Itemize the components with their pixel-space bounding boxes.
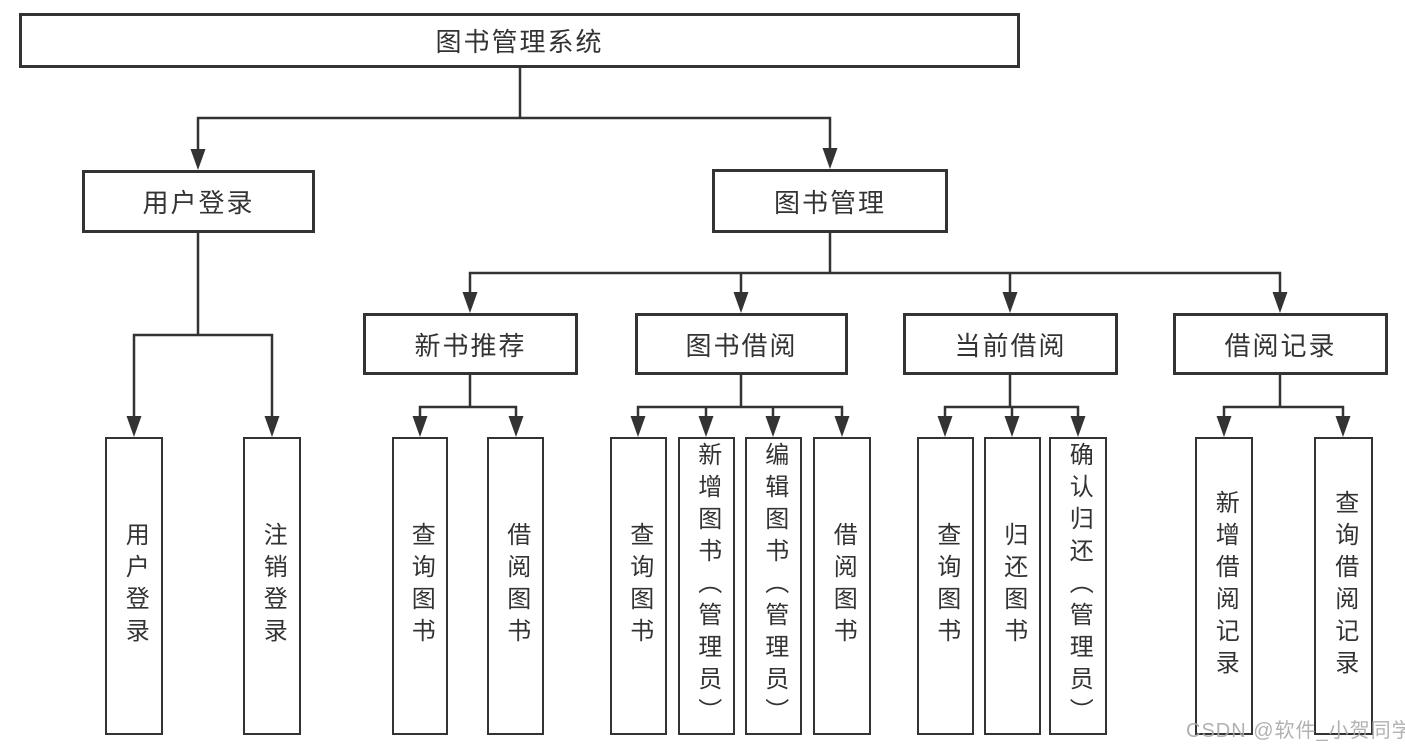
leaf-label: 查询图书 (932, 522, 960, 650)
diagram-leaf-logout: 注销登录 (243, 437, 301, 735)
arrow-down-icon (822, 148, 838, 169)
connector-bookborrow-to-leaves (636, 373, 844, 422)
arrow-down-icon (126, 416, 142, 437)
diagram-node-borrow-records: 借阅记录 (1173, 313, 1388, 375)
connector-newbook-to-leaves (418, 373, 518, 422)
arrow-down-icon (1335, 416, 1351, 437)
diagram-leaf-edit-books-admin: 编辑图书（管理员） (745, 437, 802, 735)
leaf-label: 归还图书 (999, 522, 1027, 650)
diagram-node-new-book-recommend: 新书推荐 (363, 313, 578, 375)
arrow-down-icon (462, 292, 478, 313)
connector-borrowrecords-to-leaves (1222, 373, 1345, 422)
diagram-leaf-query-books-1: 查询图书 (392, 437, 448, 735)
csdn-watermark: CSDN @软件_小贺同学 (1186, 720, 1405, 742)
arrow-down-icon (937, 416, 953, 437)
diagram-leaf-query-books-3: 查询图书 (917, 437, 974, 735)
arrow-down-icon (412, 416, 428, 437)
leaf-label: 确认归还（管理员） (1065, 442, 1093, 730)
node-label-borrow-records: 借阅记录 (1224, 330, 1337, 361)
leaf-label: 编辑图书（管理员） (760, 442, 788, 730)
diagram-leaf-add-borrow-record: 新增借阅记录 (1195, 437, 1253, 735)
diagram-leaf-query-books-2: 查询图书 (610, 437, 667, 735)
diagram-node-current-borrow: 当前借阅 (903, 313, 1118, 375)
arrow-down-icon (630, 416, 646, 437)
connector-currentborrow-to-leaves (943, 373, 1080, 422)
arrow-down-icon (264, 416, 280, 437)
node-label-book-management: 图书管理 (773, 187, 886, 218)
connector-root-to-level2 (196, 66, 832, 154)
leaf-label: 新增借阅记录 (1211, 490, 1239, 682)
arrow-down-icon (1272, 292, 1288, 313)
arrow-down-icon (698, 416, 714, 437)
connector-userlogin-to-leaves (132, 231, 274, 422)
arrow-down-icon (1070, 416, 1086, 437)
diagram-leaf-query-borrow-record: 查询借阅记录 (1314, 437, 1373, 735)
diagram-leaf-add-books-admin: 新增图书（管理员） (678, 437, 735, 735)
leaf-label: 查询图书 (407, 522, 435, 650)
arrow-down-icon (508, 416, 524, 437)
node-label-new-book-recommend: 新书推荐 (414, 330, 527, 361)
connector-bookmgmt-to-level3 (468, 231, 1282, 298)
arrow-down-icon (190, 149, 206, 170)
leaf-label: 借阅图书 (502, 522, 530, 650)
arrow-down-icon (1216, 416, 1232, 437)
diagram-leaf-user-login: 用户登录 (105, 437, 163, 735)
leaf-label: 查询图书 (625, 522, 653, 650)
diagram-leaf-borrow-books-1: 借阅图书 (487, 437, 544, 735)
leaf-label: 新增图书（管理员） (693, 442, 721, 730)
diagram-node-user-login: 用户登录 (82, 170, 315, 233)
diagram-leaf-confirm-return-admin: 确认归还（管理员） (1049, 437, 1107, 735)
leaf-label: 注销登录 (259, 522, 287, 650)
node-label-user-login: 用户登录 (142, 188, 255, 218)
arrow-down-icon (765, 416, 781, 437)
diagram-leaf-return-books: 归还图书 (984, 437, 1041, 735)
leaf-label: 用户登录 (121, 522, 149, 650)
diagram-leaf-borrow-books-2: 借阅图书 (813, 437, 871, 735)
arrow-down-icon (1002, 292, 1018, 313)
arrow-down-icon (733, 292, 749, 313)
leaf-label: 查询借阅记录 (1330, 490, 1358, 682)
leaf-label: 借阅图书 (829, 522, 857, 650)
arrow-down-icon (834, 416, 850, 437)
diagram-node-root: 图书管理系统 (19, 13, 1020, 68)
diagram-node-book-borrow: 图书借阅 (635, 313, 848, 375)
arrow-down-icon (1004, 416, 1020, 437)
diagram-node-book-management: 图书管理 (712, 169, 948, 233)
node-label-root: 图书管理系统 (435, 27, 604, 57)
node-label-book-borrow: 图书借阅 (685, 330, 798, 361)
node-label-current-borrow: 当前借阅 (954, 330, 1067, 361)
arrowheads (126, 148, 1351, 437)
